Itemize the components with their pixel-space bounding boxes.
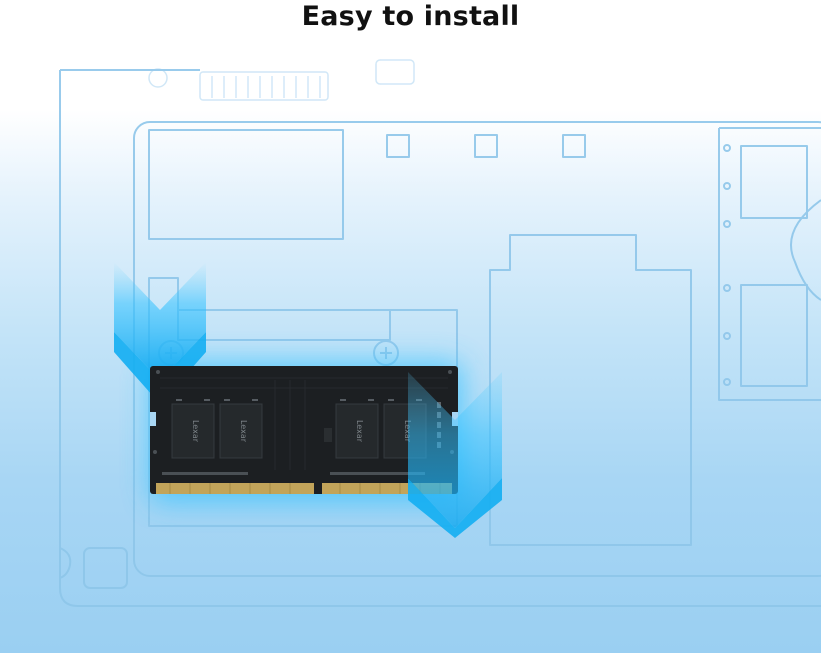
chip-label: Lexar: [355, 420, 364, 443]
chip-label: Lexar: [403, 420, 412, 443]
chip-label: Lexar: [191, 420, 200, 443]
ram-module: Lexar Lexar Lexar Lexar: [150, 366, 458, 494]
memory-chip: Lexar: [219, 403, 263, 459]
memory-chip: Lexar: [335, 403, 379, 459]
page-title: Easy to install: [301, 1, 520, 32]
chip-label: Lexar: [239, 420, 248, 443]
memory-chip: Lexar: [171, 403, 215, 459]
screw-icon: [373, 340, 399, 366]
down-arrow-icon: [408, 372, 502, 538]
